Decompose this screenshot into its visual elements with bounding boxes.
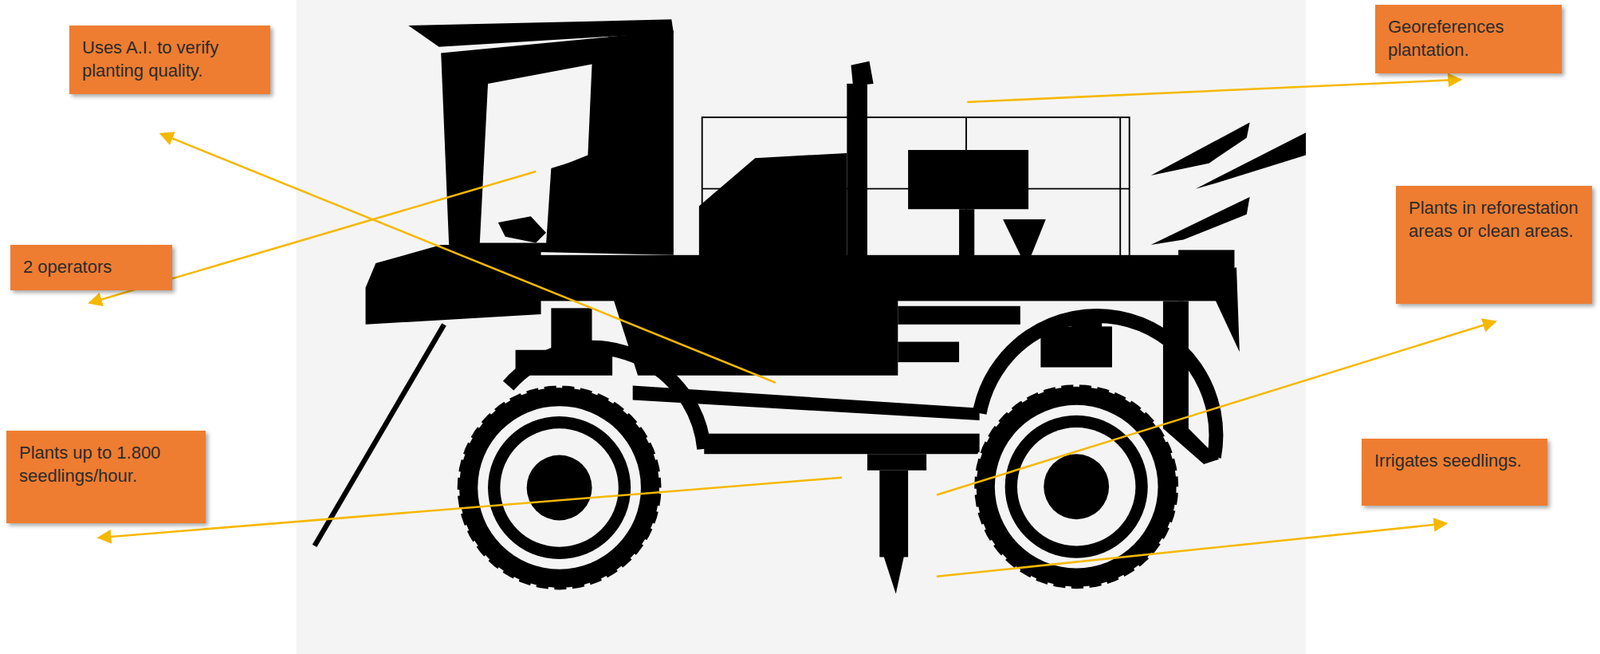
front-rod (314, 324, 445, 547)
leader-line (98, 477, 842, 538)
callout-text: Plants in reforestation areas or clean a… (1408, 196, 1580, 243)
callout-box: Plants in reforestation areas or clean a… (1395, 185, 1593, 304)
callout-box: 2 operators (10, 244, 173, 291)
callout-box: Uses A.I. to verify planting quality. (69, 25, 271, 95)
callout-text: Georeferences plantation. (1387, 15, 1549, 62)
callout-text: Plants up to 1.800 seedlings/hour. (19, 441, 193, 488)
planter-silhouette (365, 19, 1306, 594)
callout-box: Georeferences plantation. (1375, 4, 1562, 74)
callout-box: Irrigates seedlings. (1361, 438, 1548, 506)
background-panel (296, 0, 1306, 654)
callout-text: 2 operators (23, 255, 160, 280)
callout-box: Plants up to 1.800 seedlings/hour. (6, 430, 206, 523)
leader-lines (89, 79, 1496, 577)
leader-line (967, 79, 1461, 103)
callout-text: Irrigates seedlings. (1374, 449, 1535, 473)
leader-line (160, 133, 775, 383)
front-wheel (457, 385, 662, 590)
rear-wheel (974, 384, 1179, 589)
leader-line (936, 522, 1447, 577)
cargo-frame (702, 117, 1130, 271)
callout-text: Uses A.I. to verify planting quality. (82, 36, 258, 83)
